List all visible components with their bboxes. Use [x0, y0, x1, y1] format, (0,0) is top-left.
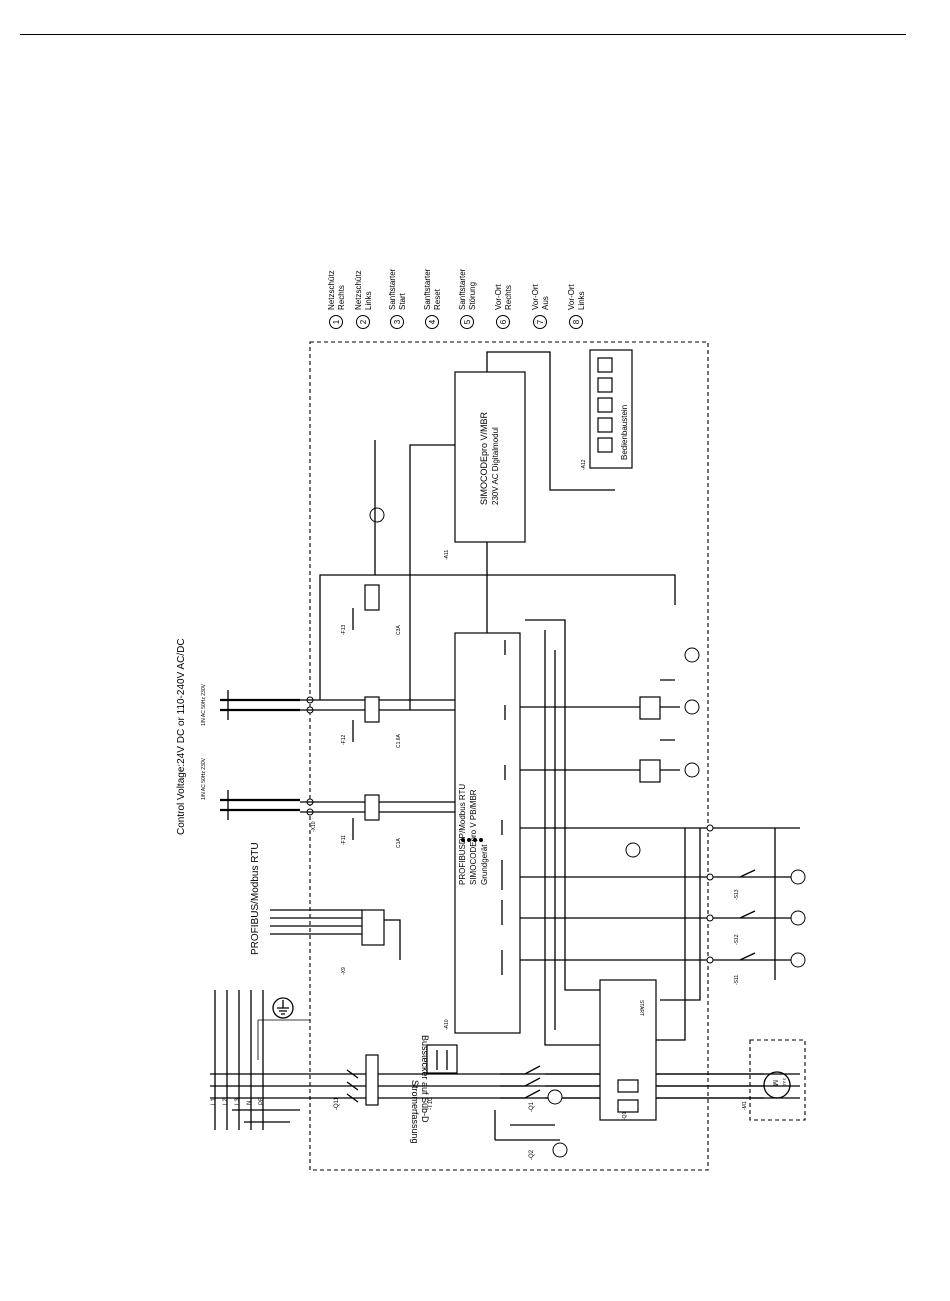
svg-text:Links: Links — [364, 291, 373, 310]
fuses: -F11 -F12 -F13 C1A C1.6A C3A -X10 — [311, 584, 402, 848]
digital-module-a11: SIMOCODEpro V/MBR 230V AC Digitalmodul -… — [444, 371, 526, 560]
operator-panel-a12: Bedienbaustein -A12 — [581, 349, 633, 470]
svg-text:SIMOCODEpro V PB/MBR: SIMOCODEpro V PB/MBR — [469, 789, 478, 885]
svg-text:-S13: -S13 — [734, 889, 740, 900]
svg-text:-S12: -S12 — [734, 934, 740, 945]
svg-text:-Q2: -Q2 — [529, 1149, 535, 1160]
svg-text:Rechts: Rechts — [504, 285, 513, 310]
legend-item: 3 Sanftstarter Start — [388, 268, 407, 329]
legend-line2: Rechts — [337, 285, 346, 310]
svg-text:-F12: -F12 — [341, 735, 347, 746]
control-voltage-label: Control Voltage:24V DC or 110-240V AC/DC — [176, 638, 187, 835]
legend-item: 5 Sanftstarter Störung — [458, 268, 477, 329]
svg-text:230V AC Digitalmodul: 230V AC Digitalmodul — [491, 427, 500, 505]
legend-item: 2 Netzschütz Links — [354, 270, 373, 329]
svg-text:L3: L3 — [235, 1098, 241, 1105]
svg-text:-F13: -F13 — [341, 625, 347, 636]
top-rule — [20, 34, 906, 35]
svg-text:Sanftstarter: Sanftstarter — [388, 268, 397, 310]
svg-text:8: 8 — [572, 319, 581, 324]
svg-text:4: 4 — [428, 319, 437, 324]
svg-text:Netzschütz: Netzschütz — [354, 270, 363, 310]
contactor-coils — [369, 507, 700, 858]
legend-item: 8 Vor-Ort Links — [567, 283, 586, 329]
svg-text:Sanftstarter: Sanftstarter — [423, 268, 432, 310]
svg-text:Start: Start — [398, 292, 407, 310]
legend-item: 6 Vor-Ort Rechts — [494, 283, 513, 329]
main-breaker-q11: -Q11 — [334, 1054, 379, 1110]
svg-text:Grundgerät: Grundgerät — [480, 844, 489, 885]
svg-text:-S11: -S11 — [734, 975, 740, 985]
legend-item: 7 Vor-Ort Aus — [531, 283, 550, 329]
svg-text:-T10: -T10 — [428, 1097, 434, 1110]
svg-text:L2: L2 — [223, 1098, 229, 1105]
svg-text:Sanftstarter: Sanftstarter — [458, 268, 467, 310]
legend-number: 1 — [332, 319, 341, 324]
svg-text:3: 3 — [393, 319, 402, 324]
svg-text:3 AC: 3 AC — [782, 1078, 787, 1087]
control-supply — [220, 690, 455, 820]
earth-icon — [257, 997, 310, 1060]
svg-text:M: M — [771, 1080, 778, 1086]
svg-text:START: START — [638, 1000, 644, 1016]
svg-text:-A12: -A12 — [581, 459, 587, 470]
svg-text:-Q1: -Q1 — [529, 1101, 535, 1112]
svg-text:C1A: C1A — [396, 838, 402, 848]
svg-text:Bedienbaustein: Bedienbaustein — [620, 405, 629, 460]
svg-text:-F11: -F11 — [341, 835, 347, 845]
svg-text:-X10: -X10 — [311, 821, 317, 832]
svg-text:Reset: Reset — [433, 288, 442, 310]
supply-label: 1/N AC 50Hz 230V — [201, 757, 207, 800]
svg-text:Vor-Ort: Vor-Ort — [494, 283, 503, 310]
svg-text:Vor-Ort: Vor-Ort — [531, 283, 540, 310]
svg-text:-Q11: -Q11 — [334, 1096, 340, 1110]
contactor-poles: -Q2 -Q1 — [494, 1065, 600, 1160]
svg-text:N: N — [247, 1101, 253, 1105]
motor-m1: M 3 AC -M1 — [656, 1039, 806, 1121]
svg-text:7: 7 — [536, 319, 545, 324]
legend-item: 1 Netzschütz Rechts — [327, 270, 346, 329]
svg-text:Störung: Störung — [468, 282, 477, 310]
svg-text:C3A: C3A — [396, 625, 402, 635]
simocode-basic-unit-a10: PROFIBUSDP/Modbus RTU SIMOCODEpro V PB/M… — [444, 632, 521, 1034]
stromerfassung-label: Stromerfassung — [410, 1080, 420, 1144]
legend-number-circle — [329, 315, 343, 329]
svg-text:Vor-Ort: Vor-Ort — [567, 283, 576, 310]
svg-text:5: 5 — [463, 319, 472, 324]
busstecker-label: Busstecker auf Sub-D — [420, 1035, 430, 1123]
svg-text:C1.6A: C1.6A — [396, 733, 402, 748]
legend: 1 Netzschütz Rechts 2 Netzschütz Links 3… — [327, 268, 586, 329]
current-transformer-t10: -T10 — [426, 1044, 458, 1110]
legend-item: 4 Sanftstarter Reset — [423, 268, 442, 329]
legend-line1: Netzschütz — [327, 270, 336, 310]
profibus-label: PROFIBUS/Modbus RTU — [250, 842, 261, 955]
svg-text:Aus: Aus — [541, 296, 550, 310]
cabinet-enclosure — [309, 341, 709, 1171]
svg-text:Links: Links — [577, 291, 586, 310]
svg-text:L1: L1 — [211, 1098, 217, 1105]
bus-connector-x9: -X9 — [270, 909, 401, 975]
local-pushbuttons: -S11 -S12 -S13 — [520, 824, 806, 985]
svg-text:-A11: -A11 — [444, 550, 450, 560]
svg-text:PROFIBUSDP/Modbus RTU: PROFIBUSDP/Modbus RTU — [458, 784, 467, 885]
svg-text:2: 2 — [359, 319, 368, 324]
svg-text:6: 6 — [499, 319, 508, 324]
svg-text:-Q1: -Q1 — [622, 1111, 628, 1120]
svg-text:-X9: -X9 — [341, 967, 347, 975]
supply-label: 1/N AC 50Hz 230V — [201, 683, 207, 726]
svg-text:SIMOCODEpro V/MBR: SIMOCODEpro V/MBR — [479, 411, 489, 505]
interconnect-wiring — [319, 351, 701, 1046]
svg-text:PE: PE — [259, 1097, 265, 1105]
soft-starter: START -Q1 — [599, 979, 657, 1121]
svg-text:-M1: -M1 — [742, 1101, 748, 1110]
svg-text:-A10: -A10 — [444, 1019, 450, 1030]
